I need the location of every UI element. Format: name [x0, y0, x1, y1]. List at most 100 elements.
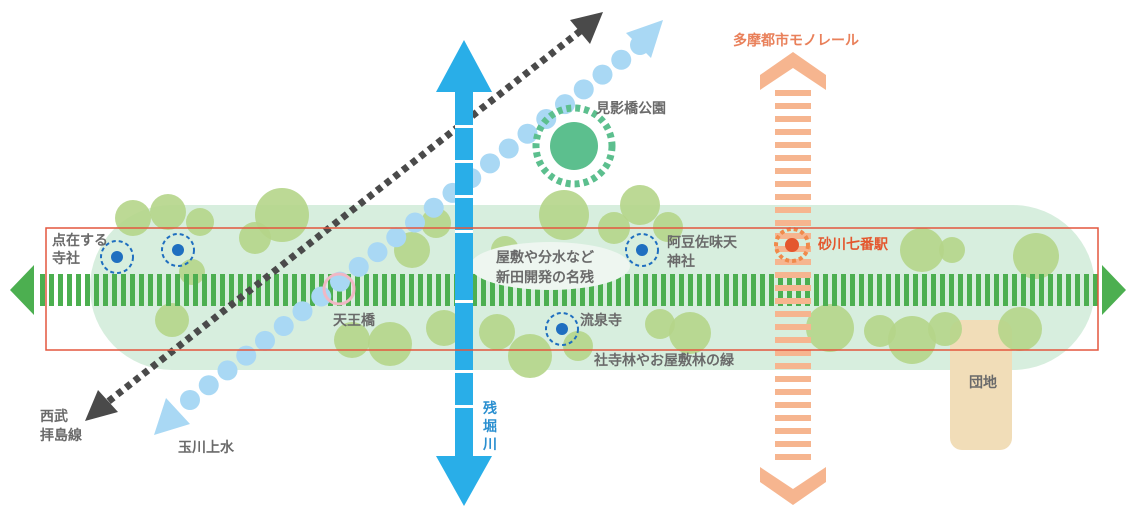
monorail-rung [775, 155, 811, 161]
road-stripe [598, 274, 603, 306]
road-stripe [265, 274, 270, 306]
road-stripe [184, 274, 189, 306]
road-stripe [238, 274, 243, 306]
road-stripe [724, 274, 729, 306]
road-stripe [823, 274, 828, 306]
road-stripe [148, 274, 153, 306]
history-oval [470, 242, 630, 290]
road-stripe [643, 274, 648, 306]
park-ring [532, 104, 616, 188]
railway-arrow-top [570, 12, 603, 44]
monorail-rung [775, 324, 811, 330]
road-stripe [616, 274, 621, 306]
tree-icon [1013, 233, 1059, 279]
road-stripe [157, 274, 162, 306]
road-stripe [904, 274, 909, 306]
monorail-label: 多摩都市モノレール [733, 32, 859, 49]
road-stripe [571, 274, 576, 306]
river-gap [455, 125, 473, 128]
road-stripe [1039, 274, 1044, 306]
river-gap [455, 230, 473, 233]
monorail-rung [775, 337, 811, 343]
tree-icon [620, 185, 660, 225]
river-gap [455, 160, 473, 163]
road-stripe [229, 274, 234, 306]
temple-ring-1 [100, 240, 134, 274]
shrine-label-line2: 神社 [667, 253, 695, 270]
road-stripe [409, 274, 414, 306]
monorail-rung [775, 298, 811, 304]
tree-icon [806, 304, 854, 352]
tree-icon [998, 307, 1042, 351]
road-stripe [1057, 274, 1062, 306]
tree-icon [155, 303, 189, 337]
tree-icon [150, 194, 186, 230]
river-gap [455, 370, 473, 373]
monorail-rung [775, 233, 811, 239]
road-stripe [1084, 274, 1089, 306]
canal-dot [292, 301, 313, 322]
monorail-rung [775, 272, 811, 278]
road-stripe [490, 274, 495, 306]
road-stripe [697, 274, 702, 306]
canal-dot [348, 256, 369, 277]
road-stripe [373, 274, 378, 306]
road-stripe [85, 274, 90, 306]
bridge-marker [322, 272, 356, 306]
canal-dot [611, 49, 632, 70]
canal-dot [273, 316, 294, 337]
station-icon [785, 238, 799, 252]
monorail-rung [775, 116, 811, 122]
road-stripe [1030, 274, 1035, 306]
road-stripe [652, 274, 657, 306]
road-stripe [625, 274, 630, 306]
road-stripe [103, 274, 108, 306]
river-label-1: 残 [483, 400, 497, 417]
road-stripe [535, 274, 540, 306]
monorail-rung [775, 441, 811, 447]
history-label-line1: 屋敷や分水など [496, 249, 594, 266]
monorail-rung [775, 389, 811, 395]
highlight-frame [45, 227, 1099, 351]
road-stripe [355, 274, 360, 306]
monorail-arrow-top [760, 52, 826, 90]
station-ring [774, 227, 810, 263]
river-arrow-bottom [436, 456, 492, 506]
road-stripe [868, 274, 873, 306]
monorail-rung [775, 207, 811, 213]
road-stripe [580, 274, 585, 306]
road-stripe [949, 274, 954, 306]
river-arrow-top [436, 40, 492, 92]
monorail-arrow-bottom [760, 467, 826, 505]
monorail-track [775, 90, 811, 460]
road-stripe [499, 274, 504, 306]
tree-icon [900, 228, 944, 272]
road-stripe [688, 274, 693, 306]
road-stripe [328, 274, 333, 306]
temple-label-line1: 点在する [52, 232, 108, 249]
road-stripe [400, 274, 405, 306]
tree-icon [115, 200, 151, 236]
road-stripe [175, 274, 180, 306]
tree-icon [368, 322, 412, 366]
road-stripe [310, 274, 315, 306]
road-stripe [1012, 274, 1017, 306]
canal-dot [498, 138, 519, 159]
road-stripe [994, 274, 999, 306]
canal-dot [386, 227, 407, 248]
tree-icon [645, 309, 675, 339]
road-stripe [139, 274, 144, 306]
road-stripe [931, 274, 936, 306]
canal-arrow-top [626, 20, 663, 58]
road-stripe [292, 274, 297, 306]
road-stripe [1066, 274, 1071, 306]
tree-icon [928, 312, 962, 346]
road-stripe [679, 274, 684, 306]
canal-dot [517, 123, 538, 144]
road-stripe [859, 274, 864, 306]
history-label-line2: 新田開発の名残 [496, 269, 594, 286]
road-stripe [886, 274, 891, 306]
road-stripe [661, 274, 666, 306]
canal-dot [592, 64, 613, 85]
canal-dot [255, 330, 275, 351]
